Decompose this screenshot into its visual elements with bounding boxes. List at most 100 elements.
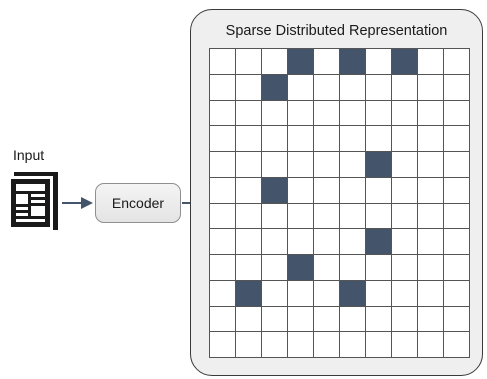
- sdr-cell: [418, 74, 444, 101]
- sdr-cell: [444, 100, 470, 127]
- sdr-cell: [210, 152, 236, 178]
- sdr-cell-active: [366, 229, 392, 255]
- sdr-cell-active: [392, 49, 418, 75]
- sdr-cell: [210, 177, 236, 204]
- sdr-cell: [444, 255, 470, 281]
- sdr-cell-active: [288, 255, 314, 281]
- sdr-cell: [262, 306, 288, 333]
- sdr-cell: [288, 280, 314, 307]
- sdr-cell: [418, 177, 444, 204]
- sdr-cell: [444, 49, 470, 75]
- sdr-cell: [262, 280, 288, 307]
- sdr-cell: [288, 177, 314, 204]
- encoder-label: Encoder: [111, 195, 165, 211]
- sdr-cell: [210, 49, 236, 75]
- sdr-cell-active: [366, 152, 392, 178]
- encoder-box: Encoder: [95, 183, 181, 223]
- sdr-cell: [236, 100, 262, 127]
- sdr-cell: [314, 126, 340, 152]
- sdr-cell: [288, 74, 314, 101]
- sdr-cell: [366, 255, 392, 281]
- sdr-cell: [236, 255, 262, 281]
- sdr-cell: [314, 152, 340, 178]
- sdr-cell: [366, 100, 392, 127]
- sdr-cell: [314, 49, 340, 75]
- sdr-cell: [418, 255, 444, 281]
- sdr-cell: [444, 177, 470, 204]
- sdr-cell: [262, 152, 288, 178]
- sdr-cell: [392, 280, 418, 307]
- sdr-cell: [288, 306, 314, 333]
- sdr-cell: [262, 126, 288, 152]
- sdr-cell: [366, 126, 392, 152]
- sdr-cell: [392, 332, 418, 358]
- sdr-cell: [418, 280, 444, 307]
- sdr-cell: [210, 74, 236, 101]
- sdr-cell: [314, 332, 340, 358]
- sdr-cell: [340, 306, 366, 333]
- sdr-cell: [444, 74, 470, 101]
- sdr-cell: [210, 255, 236, 281]
- sdr-cell: [236, 126, 262, 152]
- sdr-cell: [392, 177, 418, 204]
- sdr-cell: [236, 306, 262, 333]
- sdr-cell: [392, 255, 418, 281]
- sdr-cell: [340, 126, 366, 152]
- sdr-cell-active: [262, 177, 288, 204]
- input-label: Input: [13, 147, 45, 163]
- sdr-cell: [340, 255, 366, 281]
- sdr-cell: [444, 126, 470, 152]
- sdr-cell: [444, 306, 470, 333]
- sdr-cell: [444, 229, 470, 255]
- sdr-cell: [210, 203, 236, 230]
- sdr-cell: [314, 74, 340, 101]
- sdr-cell: [366, 74, 392, 101]
- document-icon: [8, 172, 58, 235]
- sdr-cell: [392, 306, 418, 333]
- sdr-cell-active: [340, 280, 366, 307]
- sdr-cell: [236, 177, 262, 204]
- sdr-cell: [262, 255, 288, 281]
- sdr-cell: [210, 332, 236, 358]
- sdr-cell: [340, 152, 366, 178]
- sdr-cell: [236, 152, 262, 178]
- sdr-cell-active: [262, 74, 288, 101]
- sdr-cell: [444, 152, 470, 178]
- sdr-cell: [314, 100, 340, 127]
- sdr-cell: [314, 229, 340, 255]
- sdr-cell: [314, 203, 340, 230]
- sdr-cell: [340, 203, 366, 230]
- sdr-cell: [210, 100, 236, 127]
- sdr-cell: [314, 255, 340, 281]
- sdr-cell: [392, 203, 418, 230]
- sdr-cell: [418, 126, 444, 152]
- sdr-cell: [210, 126, 236, 152]
- sdr-cell: [444, 280, 470, 307]
- sdr-cell: [314, 306, 340, 333]
- sdr-cell: [288, 100, 314, 127]
- sdr-cell: [314, 177, 340, 204]
- sdr-title: Sparse Distributed Representation: [225, 23, 448, 39]
- sdr-cell: [340, 100, 366, 127]
- sdr-cell: [366, 177, 392, 204]
- sdr-cell: [418, 306, 444, 333]
- sdr-cell: [418, 203, 444, 230]
- sdr-cell: [262, 332, 288, 358]
- sdr-cell: [314, 280, 340, 307]
- sdr-cell: [210, 229, 236, 255]
- sdr-cell: [288, 229, 314, 255]
- sdr-cell: [444, 203, 470, 230]
- sdr-grid: [209, 48, 470, 358]
- sdr-cell: [288, 203, 314, 230]
- sdr-cell: [366, 49, 392, 75]
- sdr-cell: [418, 229, 444, 255]
- sdr-cell: [418, 332, 444, 358]
- sdr-cell: [262, 100, 288, 127]
- sdr-cell: [392, 229, 418, 255]
- sdr-cell: [392, 152, 418, 178]
- sdr-cell: [418, 100, 444, 127]
- sdr-cell-active: [236, 280, 262, 307]
- sdr-cell: [392, 126, 418, 152]
- sdr-cell: [210, 280, 236, 307]
- sdr-cell: [340, 332, 366, 358]
